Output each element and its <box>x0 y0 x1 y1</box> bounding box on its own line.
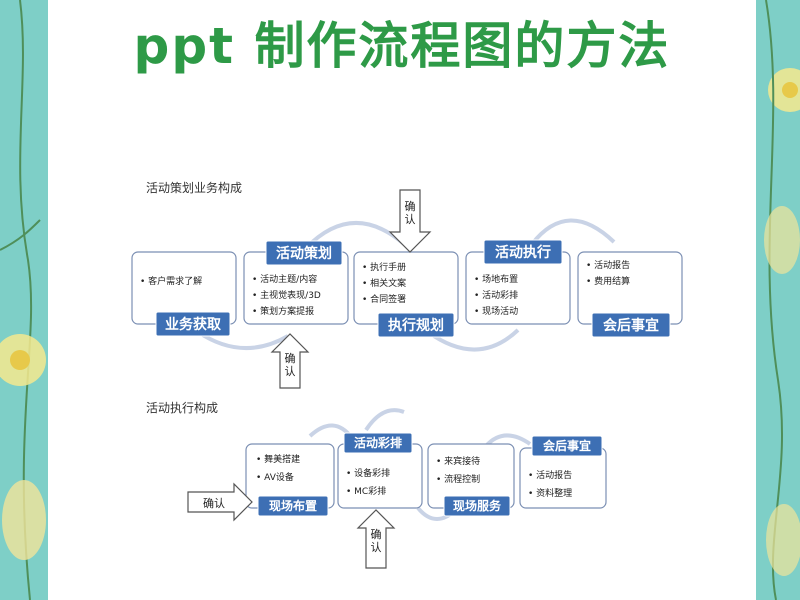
svg-text:确认: 确认 <box>371 528 382 554</box>
list-item: • 场地布置 <box>474 273 518 285</box>
list-item: • 执行手册 <box>362 261 406 273</box>
list-item: • 活动报告 <box>528 469 572 481</box>
confirm-arrow-up: 确认 <box>270 333 310 389</box>
list-item: • 资料整理 <box>528 487 572 499</box>
left-decoration <box>0 0 48 600</box>
list-item: • 流程控制 <box>436 473 480 485</box>
stage-tag: 活动执行 <box>495 244 551 261</box>
list-item: • MC彩排 <box>346 485 386 497</box>
list-item: • 主视觉表现/3D <box>252 289 321 301</box>
flowchart-diagram: 活动策划业务构成 活动执行构成 • 客户需求了解 业务获取 活动策划 • 活动主… <box>131 180 683 569</box>
s2-box-followup: 会后事宜 • 活动报告 • 资料整理 <box>519 435 607 509</box>
s1-box-followup: • 活动报告 • 费用结算 会后事宜 <box>577 251 683 338</box>
content-panel: ppt 制作流程图的方法 活动策划业务构成 活动执行构成 • 客户需求了解 业务… <box>48 0 756 600</box>
flow-arrow <box>484 433 532 448</box>
s1-box-execution: 活动执行 • 场地布置 • 活动彩排 • 现场活动 <box>465 239 571 325</box>
section2-label: 活动执行构成 <box>146 400 218 415</box>
flow-arrow <box>530 218 616 246</box>
leaf-icon <box>766 504 800 576</box>
svg-text:确认: 确认 <box>203 497 225 510</box>
page-title: ppt 制作流程图的方法 <box>133 17 671 75</box>
leaf-icon <box>764 206 800 274</box>
list-item: • 策划方案提报 <box>252 305 314 317</box>
confirm-arrow-down: 确认 <box>388 189 432 253</box>
list-item: • AV设备 <box>256 471 294 483</box>
list-item: • 现场活动 <box>474 305 518 317</box>
s1-box-business: • 客户需求了解 业务获取 <box>131 251 237 337</box>
stage-tag: 现场布置 <box>269 498 317 513</box>
s2-box-service: • 来宾接待 • 流程控制 现场服务 <box>427 443 515 517</box>
stage-tag: 执行规划 <box>388 317 444 334</box>
stage-tag: 业务获取 <box>165 316 222 333</box>
confirm-arrow-right: 确认 <box>187 482 253 522</box>
confirm-arrow-up: 确认 <box>356 509 396 569</box>
list-item: • 费用结算 <box>586 275 630 287</box>
stage-tag: 现场服务 <box>453 498 502 513</box>
list-item: • 相关文案 <box>362 277 406 289</box>
stage-tag: 活动策划 <box>276 245 332 262</box>
list-item: • 来宾接待 <box>436 455 480 467</box>
leaf-icon <box>2 480 46 560</box>
list-item: • 活动报告 <box>586 259 630 271</box>
stage-tag: 活动彩排 <box>354 435 402 450</box>
right-decoration <box>756 0 800 600</box>
s1-box-planning: 活动策划 • 活动主题/内容 • 主视觉表现/3D • 策划方案提报 <box>243 240 349 325</box>
stage-tag: 会后事宜 <box>543 438 591 453</box>
list-item: • 活动主题/内容 <box>252 273 317 285</box>
s2-box-rehearsal: 活动彩排 • 设备彩排 • MC彩排 <box>337 432 423 509</box>
flow-arrow <box>426 328 520 352</box>
section1-label: 活动策划业务构成 <box>146 180 242 195</box>
flow-arrow <box>196 330 289 351</box>
s2-box-setup: • 舞美搭建 • AV设备 现场布置 <box>245 443 335 517</box>
list-item: • 客户需求了解 <box>140 275 202 287</box>
list-item: • 舞美搭建 <box>256 453 300 465</box>
stage-tag: 会后事宜 <box>603 317 659 334</box>
list-item: • 合同签署 <box>362 293 406 305</box>
s1-box-execution-plan: • 执行手册 • 相关文案 • 合同签署 执行规划 <box>353 251 459 338</box>
flow-arrow <box>364 408 405 432</box>
list-item: • 活动彩排 <box>474 289 518 301</box>
list-item: • 设备彩排 <box>346 467 390 479</box>
svg-text:确认: 确认 <box>405 200 416 226</box>
svg-text:确认: 确认 <box>285 352 296 378</box>
